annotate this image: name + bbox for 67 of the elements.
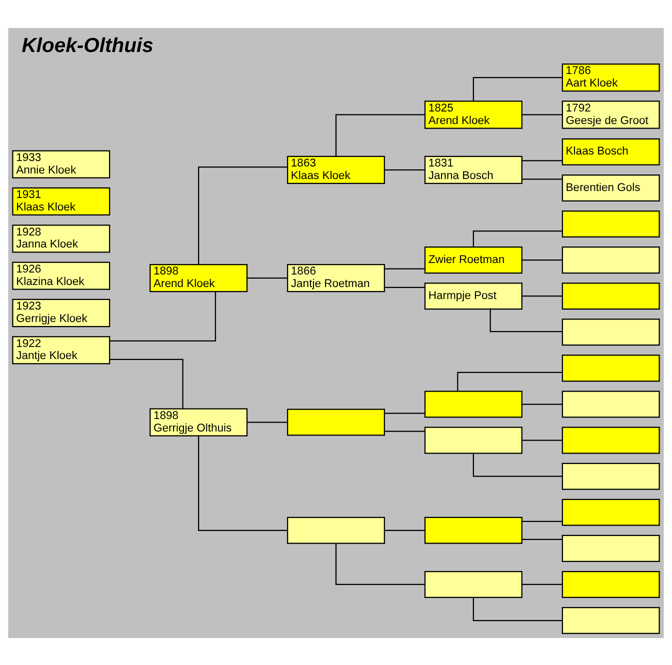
connector [522, 538, 562, 540]
node-box [424, 390, 522, 418]
node-box: 1928 Janna Kloek [12, 224, 110, 252]
connector [522, 403, 562, 404]
node-box [562, 534, 660, 562]
connector [522, 295, 562, 296]
node-box [424, 516, 522, 544]
connector [384, 430, 425, 432]
node-box: 1866 Jantje Roetman [287, 264, 385, 292]
connector [490, 308, 562, 332]
node-box [424, 426, 522, 454]
node-box [562, 318, 660, 346]
node-box: Harmpje Post [424, 282, 522, 310]
node-box [562, 354, 660, 382]
connector [247, 421, 288, 422]
connector [472, 452, 562, 476]
connector [335, 114, 425, 156]
node-box: 1786 Aart Kloek [562, 62, 660, 92]
node-box: Berentien Gols [562, 174, 660, 201]
node-box [562, 282, 660, 310]
connector [384, 168, 425, 170]
node-box: Klaas Bosch [562, 138, 660, 165]
connector [457, 371, 562, 390]
connector [247, 277, 288, 278]
node-box: 1898 Gerrigje Olthuis [150, 408, 248, 436]
node-box: 1831 Janna Bosch [424, 155, 522, 184]
connector [522, 259, 562, 260]
node-box: 1923 Gerrigje Kloek [12, 298, 110, 327]
node-box [424, 570, 522, 598]
node-box [287, 516, 385, 544]
node-box [562, 570, 660, 598]
connector [384, 412, 425, 414]
connector [384, 286, 425, 288]
connector [472, 597, 562, 621]
node-box: 1825 Arend Kloek [424, 100, 522, 128]
node-box [562, 498, 660, 526]
connector [522, 160, 562, 161]
connector [522, 583, 562, 585]
diagram-title: Kloek-Olthuis [22, 34, 154, 57]
connector [335, 543, 425, 585]
node-box [562, 426, 660, 454]
node-box: 1792 Geesje de Groot [562, 100, 660, 128]
connector [522, 178, 562, 180]
connector [522, 439, 562, 440]
node-box: 1863 Klaas Kloek [287, 155, 385, 184]
node-box: Zwier Roetman [424, 246, 522, 274]
connector [522, 520, 562, 522]
node-box [287, 408, 385, 436]
connector [384, 268, 425, 269]
connector [110, 291, 216, 341]
node-box [562, 606, 660, 634]
node-box: 1931 Klaas Kloek [12, 186, 110, 216]
connector [472, 230, 562, 246]
connector [384, 529, 425, 530]
node-box: 1922 Jantje Kloek [12, 336, 110, 364]
node-box [562, 462, 660, 490]
node-box: 1926 Klazina Kloek [12, 261, 110, 290]
node-box [562, 390, 660, 418]
connector [472, 76, 562, 100]
node-box: 1933 Annie Kloek [12, 150, 110, 178]
node-box [562, 210, 660, 238]
connector [522, 114, 562, 115]
connector [198, 435, 288, 530]
connector [110, 358, 184, 408]
node-box [562, 246, 660, 274]
node-box: 1898 Arend Kloek [150, 264, 248, 292]
connector [198, 166, 288, 264]
